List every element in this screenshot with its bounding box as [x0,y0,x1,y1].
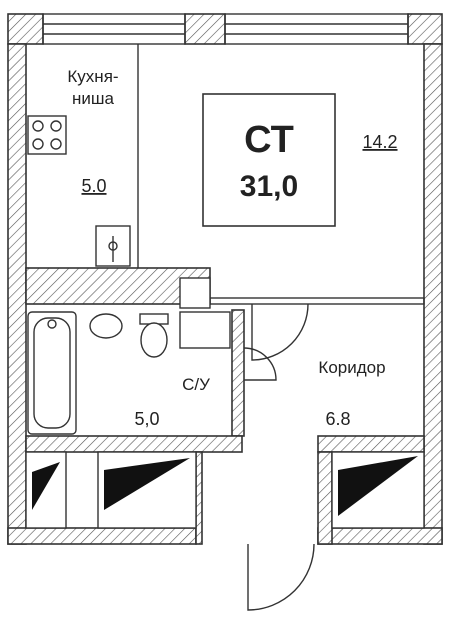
wall-bottom-right [317,527,443,545]
wall-right [423,43,443,545]
washbasin-icon [89,313,123,339]
shaft-box [179,277,211,309]
wall-bathroom-right [231,309,245,437]
wall-top-right [407,13,443,45]
interior-walls [25,44,425,545]
outer-walls [7,13,443,545]
wall-bottom-left [7,527,197,545]
door-living [251,303,309,361]
living-area: 14.2 [362,132,397,152]
bathroom-area: 5,0 [134,409,159,429]
door-entry [247,543,315,611]
window-right [224,13,409,45]
wall-left [7,43,27,545]
wall-entry-right [317,451,333,545]
title-box [202,93,336,227]
corridor-area: 6.8 [325,409,350,429]
total-area: 31,0 [240,170,298,203]
kitchen-area: 5.0 [81,176,106,196]
wall-top-left [7,13,44,45]
doors [243,303,315,611]
bathroom-name: С/У [182,375,210,394]
kitchen-name-line2: ниша [72,89,115,108]
living-bottom-line [209,297,425,305]
wall-bathroom-bottom [25,435,243,453]
storage-niches [25,451,425,529]
kitchen-name-line1: Кухня- [67,67,118,86]
kitchen-fixtures [27,115,131,267]
bathroom-fixtures [27,277,231,435]
washer-box [179,311,231,349]
wall-entry-left [195,451,203,545]
stove-icon [27,115,67,155]
corridor-name: Коридор [318,358,385,377]
wall-corridor-bottom [317,435,425,453]
wall-top-mid [184,13,226,45]
top-windows [42,13,409,45]
apartment-code: СТ [244,119,294,161]
door-bathroom [243,347,277,381]
window-left [42,13,186,45]
